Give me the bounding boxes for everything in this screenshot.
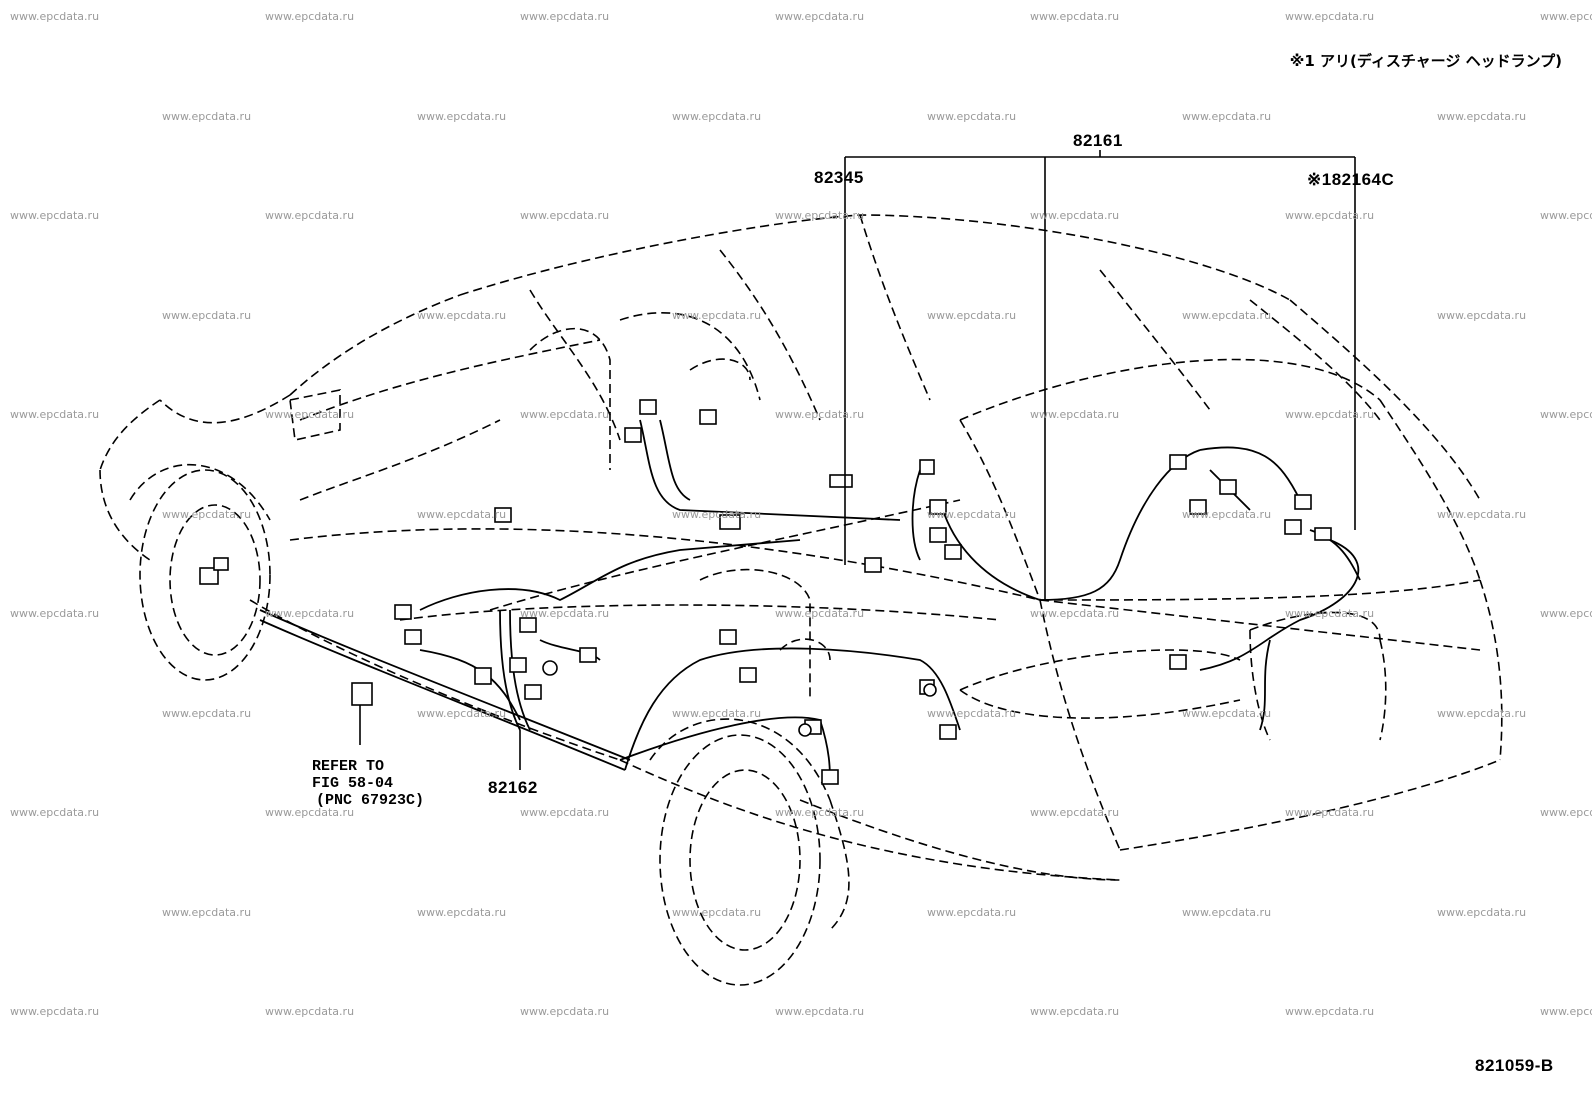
watermark-text: www.epcdata.ru: [1540, 10, 1592, 23]
watermark-text: www.epcdata.ru: [1540, 408, 1592, 421]
watermark-text: www.epcdata.ru: [927, 905, 1017, 919]
watermark-text: www.epcdata.ru: [10, 209, 100, 222]
watermark-text: www.epcdata.ru: [1182, 706, 1272, 720]
leader-lines: [359, 150, 1356, 770]
watermark-text: www.epcdata.ru: [927, 706, 1017, 720]
watermark-text: www.epcdata.ru: [1285, 607, 1375, 620]
watermark-text: www.epcdata.ru: [775, 209, 865, 222]
watermark-text: www.epcdata.ru: [265, 10, 355, 23]
reference-line-1: REFER TO: [312, 758, 385, 775]
watermark-text: www.epcdata.ru: [520, 607, 610, 620]
watermark-text: www.epcdata.ru: [10, 806, 100, 819]
watermark-text: www.epcdata.ru: [1437, 706, 1527, 720]
watermark-text: www.epcdata.ru: [520, 209, 610, 222]
part-callout-82162: 82162: [488, 778, 538, 797]
watermark-text: www.epcdata.ru: [1182, 109, 1272, 123]
watermark-text: www.epcdata.ru: [265, 408, 355, 421]
watermark-text: www.epcdata.ru: [265, 209, 355, 222]
watermark-text: www.epcdata.ru: [775, 408, 865, 421]
connectors: [199, 399, 1332, 785]
watermark-text: www.epcdata.ru: [672, 308, 762, 322]
watermark-text: www.epcdata.ru: [265, 607, 355, 620]
watermark-text: www.epcdata.ru: [1437, 905, 1527, 919]
watermark-text: www.epcdata.ru: [1437, 507, 1527, 521]
reference-line-3: (PNC 67923C): [316, 792, 425, 809]
watermark-text: www.epcdata.ru: [1030, 408, 1120, 421]
watermark-text: www.epcdata.ru: [927, 109, 1017, 123]
part-callout-82345: 82345: [814, 168, 864, 187]
watermark-text: www.epcdata.ru: [1030, 607, 1120, 620]
discharge-headlamp-note: ※1 アリ(ディスチャージ ヘッドランプ): [1289, 52, 1562, 70]
car-body-outline: [99, 214, 1503, 986]
watermark-text: www.epcdata.ru: [520, 10, 610, 23]
figure-id: 821059-B: [1475, 1056, 1554, 1075]
watermark-text: www.epcdata.ru: [417, 507, 507, 521]
watermark-text: www.epcdata.ru: [417, 905, 507, 919]
watermark-text: www.epcdata.ru: [1540, 607, 1592, 620]
watermark-text: www.epcdata.ru: [1437, 109, 1527, 123]
watermark-text: www.epcdata.ru: [162, 905, 252, 919]
watermark-text: www.epcdata.ru: [417, 308, 507, 322]
watermark-text: www.epcdata.ru: [1540, 1005, 1592, 1018]
watermark-text: www.epcdata.ru: [672, 109, 762, 123]
watermark-text: www.epcdata.ru: [162, 706, 252, 720]
watermark-text: www.epcdata.ru: [1285, 1005, 1375, 1018]
watermark-text: www.epcdata.ru: [520, 408, 610, 421]
watermark-text: www.epcdata.ru: [672, 905, 762, 919]
watermark-text: www.epcdata.ru: [1182, 507, 1272, 521]
watermark-text: www.epcdata.ru: [10, 607, 100, 620]
watermark-text: www.epcdata.ru: [520, 1005, 610, 1018]
watermark-text: www.epcdata.ru: [775, 806, 865, 819]
watermark-text: www.epcdata.ru: [10, 10, 100, 23]
watermark-text: www.epcdata.ru: [1182, 308, 1272, 322]
watermark-text: www.epcdata.ru: [775, 1005, 865, 1018]
watermark-text: www.epcdata.ru: [672, 706, 762, 720]
watermark-text: www.epcdata.ru: [927, 308, 1017, 322]
watermark-text: www.epcdata.ru: [417, 706, 507, 720]
watermark-text: www.epcdata.ru: [10, 408, 100, 421]
watermark-text: www.epcdata.ru: [1030, 10, 1120, 23]
watermark-text: www.epcdata.ru: [162, 109, 252, 123]
watermark-text: www.epcdata.ru: [162, 507, 252, 521]
watermark-text: www.epcdata.ru: [162, 308, 252, 322]
watermark-text: www.epcdata.ru: [1182, 905, 1272, 919]
part-callout-82161: 82161: [1073, 131, 1123, 150]
watermark-text: www.epcdata.ru: [10, 1005, 100, 1018]
watermark-text: www.epcdata.ru: [927, 507, 1017, 521]
watermark-text: www.epcdata.ru: [1285, 10, 1375, 23]
watermark-text: www.epcdata.ru: [1030, 209, 1120, 222]
watermark-text: www.epcdata.ru: [265, 806, 355, 819]
watermark-text: www.epcdata.ru: [417, 109, 507, 123]
watermark-text: www.epcdata.ru: [1030, 806, 1120, 819]
watermark-text: www.epcdata.ru: [1285, 209, 1375, 222]
part-callout-82164c: ※182164C: [1307, 170, 1395, 189]
watermark-text: www.epcdata.ru: [520, 806, 610, 819]
watermark-text: www.epcdata.ru: [265, 1005, 355, 1018]
watermark-text: www.epcdata.ru: [1437, 308, 1527, 322]
watermark-text: www.epcdata.ru: [1285, 408, 1375, 421]
watermark-text: www.epcdata.ru: [1285, 806, 1375, 819]
watermark-text: www.epcdata.ru: [1540, 806, 1592, 819]
watermark-text: www.epcdata.ru: [775, 10, 865, 23]
reference-line-2: FIG 58-04: [312, 775, 394, 792]
watermark-text: www.epcdata.ru: [672, 507, 762, 521]
watermark-text: www.epcdata.ru: [775, 607, 865, 620]
watermark-text: www.epcdata.ru: [1540, 209, 1592, 222]
watermark-text: www.epcdata.ru: [1030, 1005, 1120, 1018]
